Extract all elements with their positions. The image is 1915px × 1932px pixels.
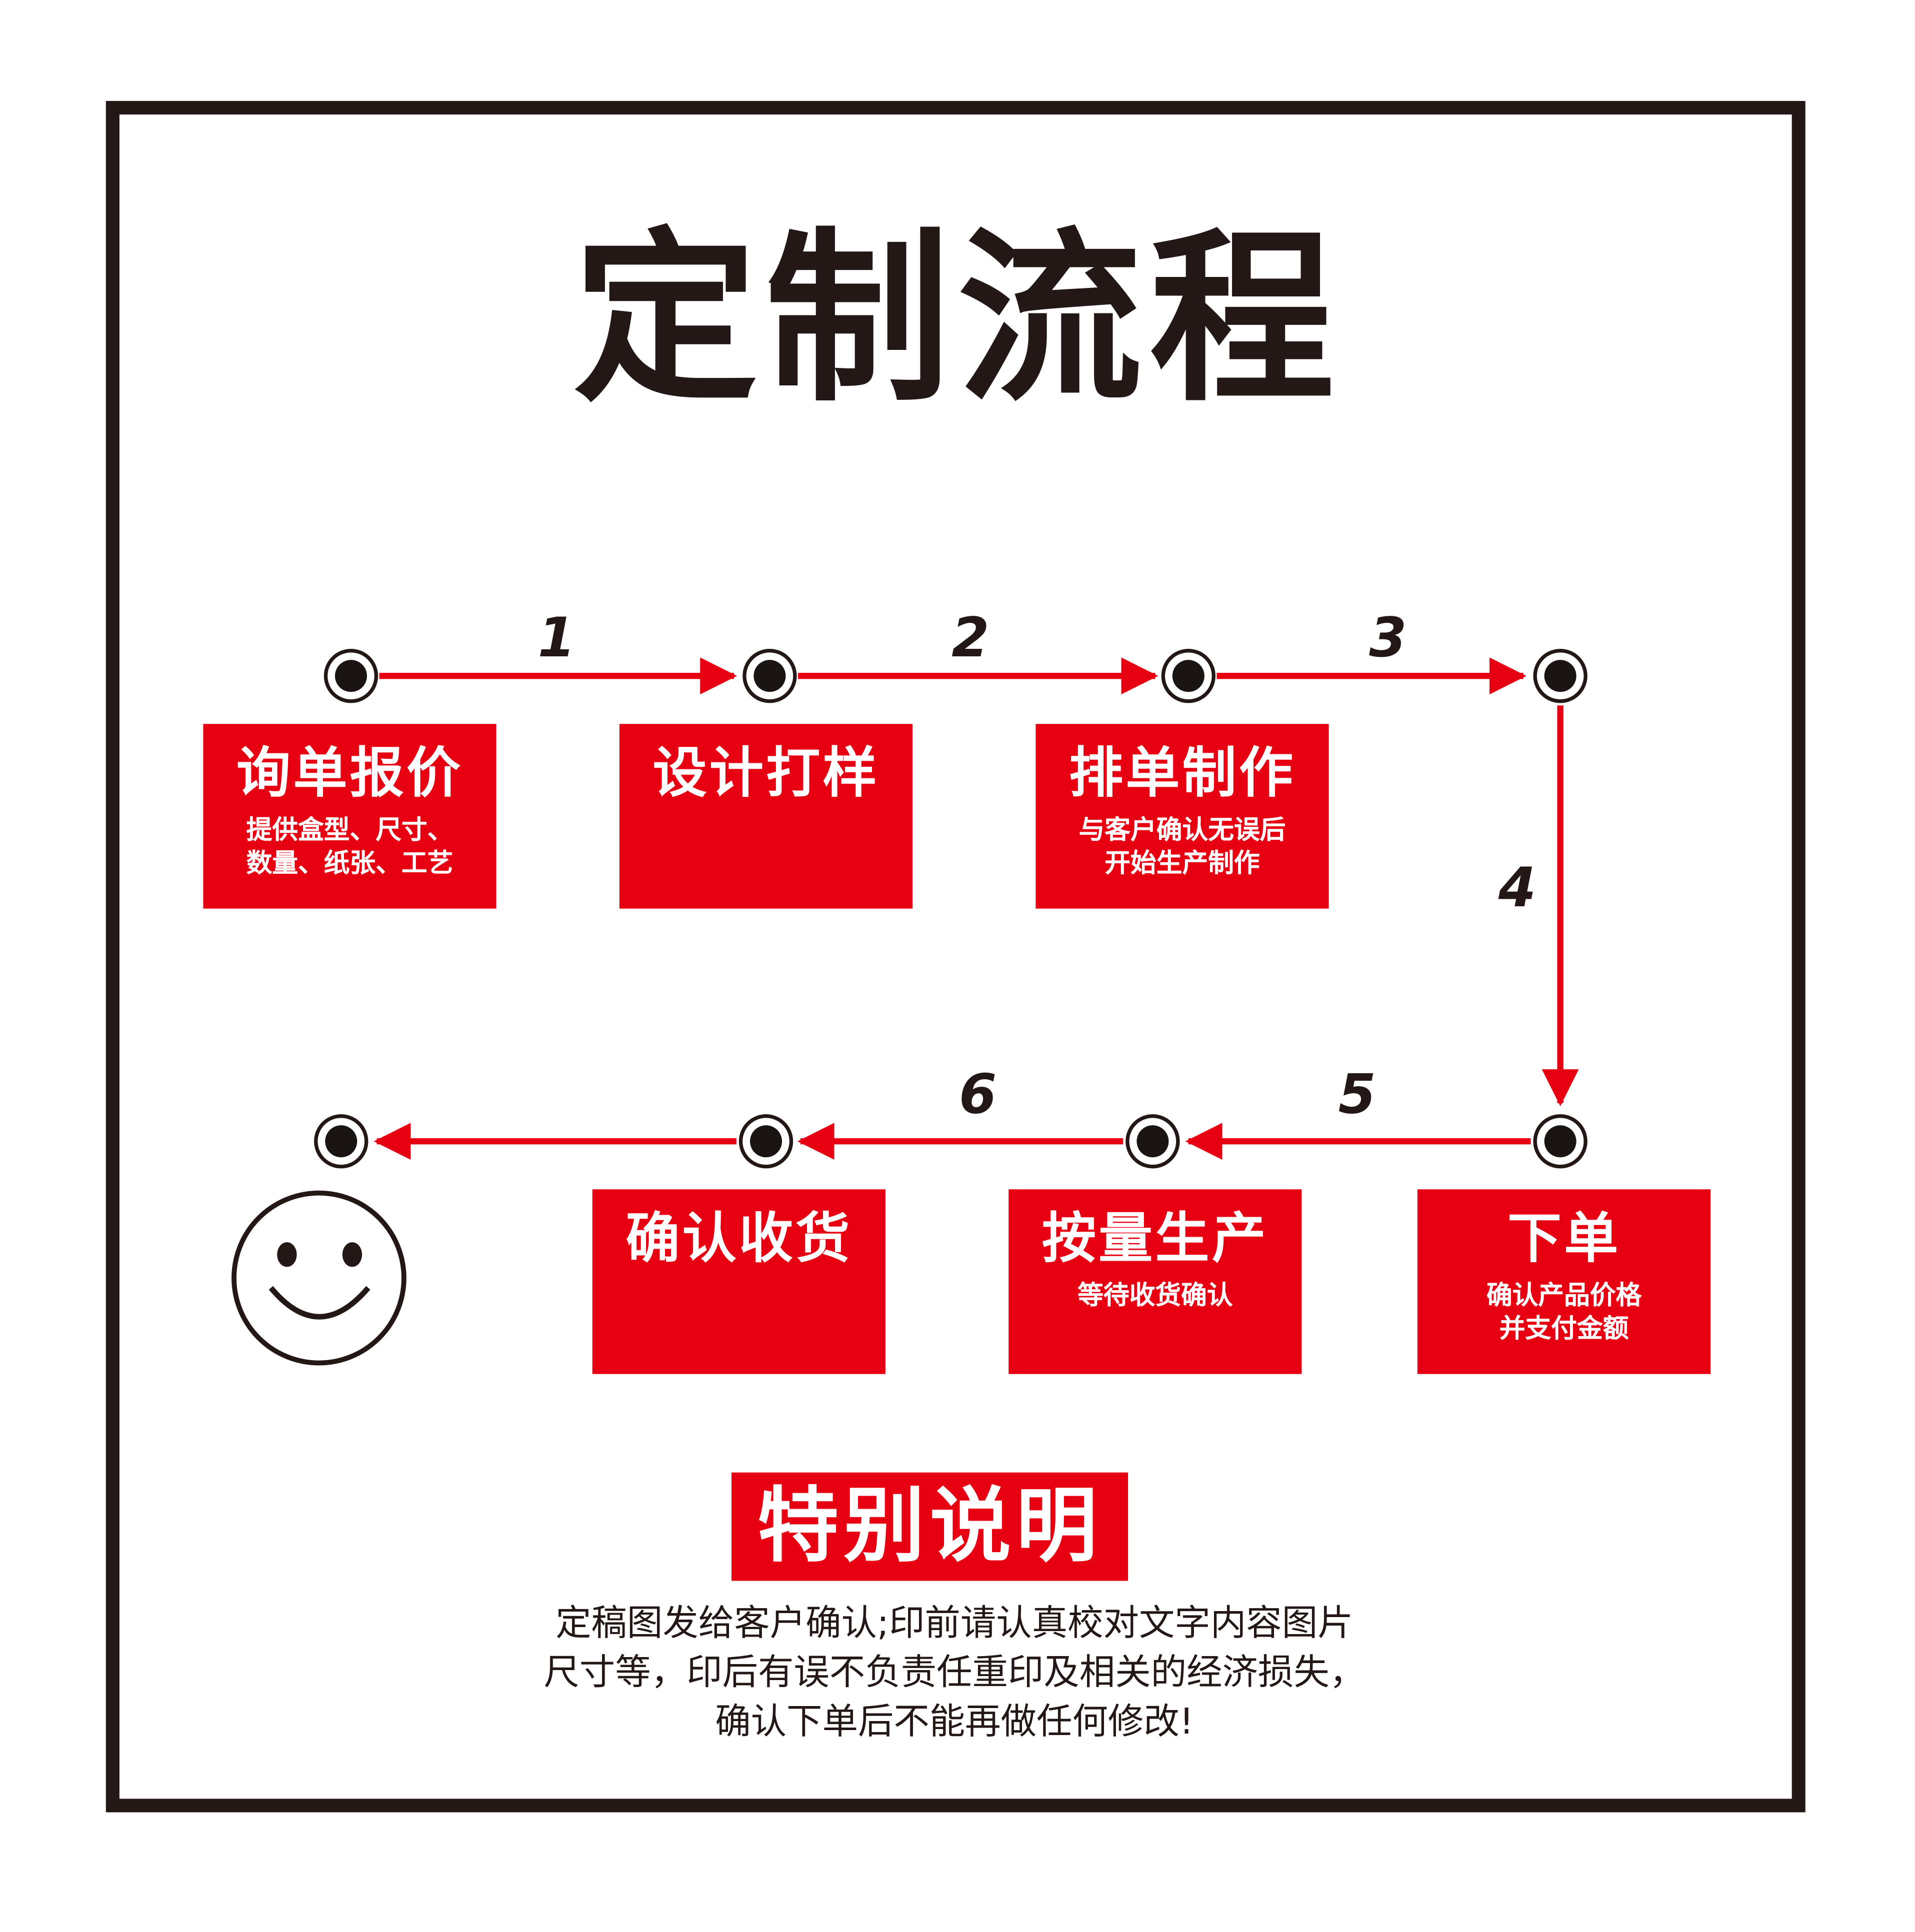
step-detail: 等待收货确认 xyxy=(1078,1280,1233,1310)
step-label: 询单报价 xyxy=(236,742,464,805)
step-box-inquiry: 询单报价 提供盒型、尺寸、 数量、纸张、工艺 xyxy=(203,724,496,909)
flow-node xyxy=(1533,649,1588,703)
special-note-body: 定稿图发给客户确认;印前请认真校对文字内容图片 尺寸等，印后有误不负责任重印及相… xyxy=(406,1598,1502,1746)
step-label: 下单 xyxy=(1507,1208,1621,1271)
step-box-design: 设计打样 xyxy=(619,724,913,909)
step-detail: 提供盒型、尺寸、 数量、纸张、工艺 xyxy=(246,814,454,878)
step-box-confirm-receipt: 确认收货 xyxy=(592,1189,886,1374)
step-number-6: 6 xyxy=(958,1064,997,1127)
step-label: 设计打样 xyxy=(652,742,880,805)
special-note-heading: 特别说明 xyxy=(732,1472,1128,1581)
step-detail: 确认产品价格 并支付金额 xyxy=(1486,1280,1642,1343)
step-detail: 与客户确认无误后 开始生产制作 xyxy=(1078,814,1286,878)
page-title: 定制流程 xyxy=(573,213,1342,427)
flow-node xyxy=(314,1114,368,1169)
flow-node xyxy=(1161,649,1216,703)
step-box-order: 下单 确认产品价格 并支付金额 xyxy=(1417,1189,1711,1374)
step-label: 确认收货 xyxy=(626,1208,852,1271)
note-line: 尺寸等，印后有误不负责任重印及相关的经济损失， xyxy=(544,1651,1366,1693)
step-label: 按量生产 xyxy=(1042,1208,1268,1271)
smiley-face-icon xyxy=(232,1190,406,1366)
note-line: 确认下单后不能再做任何修改! xyxy=(715,1700,1194,1743)
flow-node xyxy=(738,1114,794,1169)
flow-node xyxy=(1126,1114,1180,1169)
step-number-1: 1 xyxy=(538,607,576,670)
step-box-mass-production: 按量生产 等待收货确认 xyxy=(1008,1189,1302,1374)
flow-node xyxy=(1533,1114,1588,1169)
step-label: 排单制作 xyxy=(1068,742,1296,805)
step-number-2: 2 xyxy=(952,607,990,670)
flow-node xyxy=(324,649,378,703)
step-number-5: 5 xyxy=(1338,1064,1376,1127)
step-number-4: 4 xyxy=(1498,857,1536,920)
step-number-3: 3 xyxy=(1369,607,1407,670)
step-box-production-schedule: 排单制作 与客户确认无误后 开始生产制作 xyxy=(1036,724,1329,909)
outer-frame xyxy=(106,100,1806,1813)
flow-node xyxy=(742,649,797,703)
note-line: 定稿图发给客户确认;印前请认真校对文字内容图片 xyxy=(556,1602,1354,1644)
